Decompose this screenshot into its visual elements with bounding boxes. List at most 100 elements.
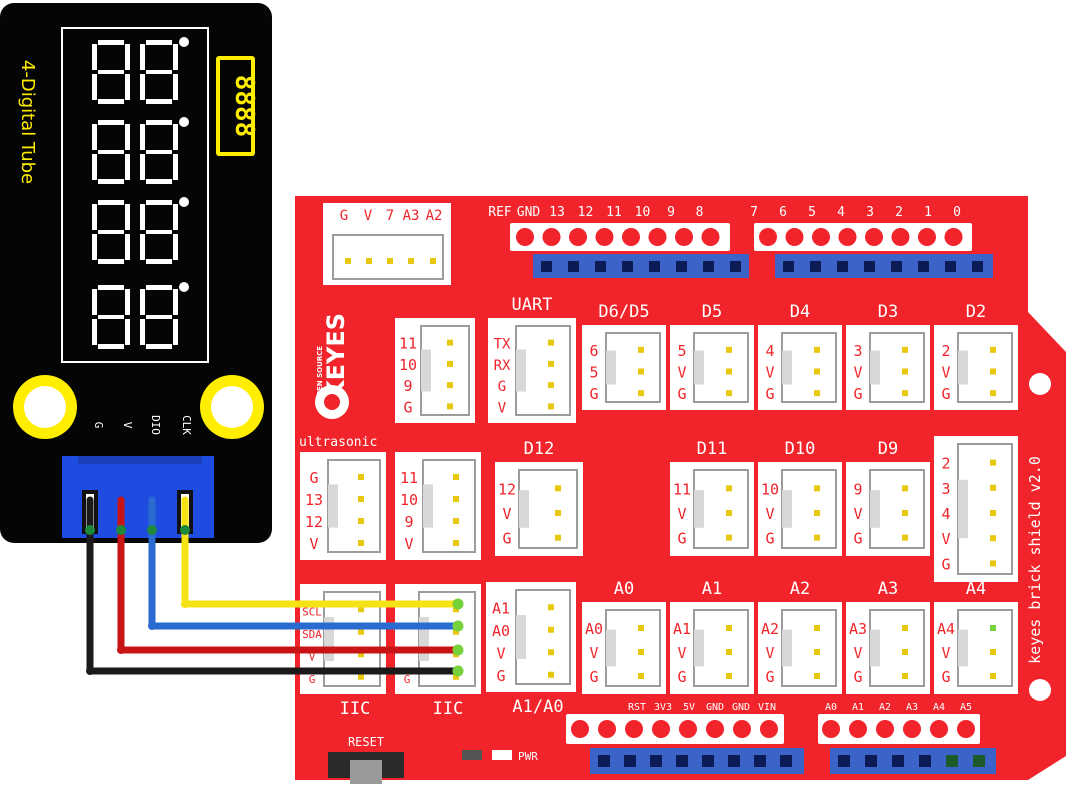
header-socket[interactable] xyxy=(595,261,606,272)
header-hole[interactable] xyxy=(812,228,830,246)
header-socket[interactable] xyxy=(864,261,875,272)
header-hole[interactable] xyxy=(595,228,614,246)
header-socket[interactable] xyxy=(783,261,794,272)
header-socket[interactable] xyxy=(945,261,956,272)
header-socket[interactable] xyxy=(919,755,931,767)
iic-label: IIC xyxy=(340,699,371,719)
header-hole[interactable] xyxy=(957,720,975,738)
header-hole[interactable] xyxy=(622,228,640,246)
port-pin-label: 12 xyxy=(305,513,323,531)
header-hole[interactable] xyxy=(625,720,643,738)
header-hole[interactable] xyxy=(876,720,894,738)
header-socket[interactable] xyxy=(541,261,552,272)
header-label: 1 xyxy=(924,205,932,220)
header-hole[interactable] xyxy=(701,228,720,246)
header-socket[interactable] xyxy=(649,261,660,272)
header-hole[interactable] xyxy=(838,228,857,246)
port-latch xyxy=(519,490,529,528)
header-socket[interactable] xyxy=(728,755,740,767)
port-pin-label: 3 xyxy=(941,480,950,498)
port-pin xyxy=(902,534,908,541)
header-hole[interactable] xyxy=(865,228,883,246)
header-socket[interactable] xyxy=(624,755,636,767)
header-socket[interactable] xyxy=(891,261,902,272)
reset-button-cap[interactable] xyxy=(350,760,382,784)
header-socket[interactable] xyxy=(837,261,848,272)
header-hole[interactable] xyxy=(944,228,963,246)
header-hole[interactable] xyxy=(918,228,936,246)
header-socket[interactable] xyxy=(754,755,766,767)
header-label: 11 xyxy=(606,205,622,220)
header-socket[interactable] xyxy=(568,261,579,272)
header-label: 4 xyxy=(837,205,845,220)
segment xyxy=(146,40,172,45)
header-socket[interactable] xyxy=(838,755,850,767)
header-socket[interactable] xyxy=(676,261,687,272)
port-pin-label: V xyxy=(502,505,511,523)
header-socket[interactable] xyxy=(865,755,877,767)
header-hole[interactable] xyxy=(679,720,697,738)
header-socket[interactable] xyxy=(598,755,610,767)
header-socket[interactable] xyxy=(650,755,662,767)
header-hole[interactable] xyxy=(849,720,867,738)
segment xyxy=(92,234,97,260)
header-socket[interactable] xyxy=(810,261,821,272)
header-hole[interactable] xyxy=(930,720,948,738)
header-hole[interactable] xyxy=(542,228,561,246)
header-hole[interactable] xyxy=(516,228,534,246)
header-hole[interactable] xyxy=(648,228,667,246)
header-socket[interactable] xyxy=(973,755,985,767)
header-hole[interactable] xyxy=(760,720,778,738)
port-latch xyxy=(870,350,880,385)
header-socket[interactable] xyxy=(703,261,714,272)
port-pin-label: A1 xyxy=(673,620,691,638)
port-pin xyxy=(548,626,554,633)
header-hole[interactable] xyxy=(652,720,670,738)
header-hole[interactable] xyxy=(759,228,777,246)
port-socket xyxy=(693,609,749,687)
header-socket[interactable] xyxy=(676,755,688,767)
header-socket[interactable] xyxy=(702,755,714,767)
header-hole[interactable] xyxy=(903,720,921,738)
port-pin xyxy=(358,474,364,480)
port-latch xyxy=(606,629,616,667)
header-socket[interactable] xyxy=(918,261,929,272)
header-hole[interactable] xyxy=(733,720,751,738)
header-hole[interactable] xyxy=(785,228,804,246)
header-hole[interactable] xyxy=(675,228,693,246)
header-socket[interactable] xyxy=(780,755,792,767)
header-hole[interactable] xyxy=(706,720,724,738)
mounting-hole xyxy=(1029,679,1051,701)
header-socket[interactable] xyxy=(946,755,958,767)
header-socket[interactable] xyxy=(622,261,633,272)
header-hole[interactable] xyxy=(822,720,840,738)
header-hole[interactable] xyxy=(891,228,910,246)
header-socket[interactable] xyxy=(892,755,904,767)
header-hole[interactable] xyxy=(571,720,589,738)
header-socket[interactable] xyxy=(972,261,983,272)
logo-open-source: OPEN SOURCE xyxy=(316,346,324,402)
header-hole[interactable] xyxy=(569,228,587,246)
header-socket[interactable] xyxy=(730,261,741,272)
header-hole[interactable] xyxy=(598,720,616,738)
